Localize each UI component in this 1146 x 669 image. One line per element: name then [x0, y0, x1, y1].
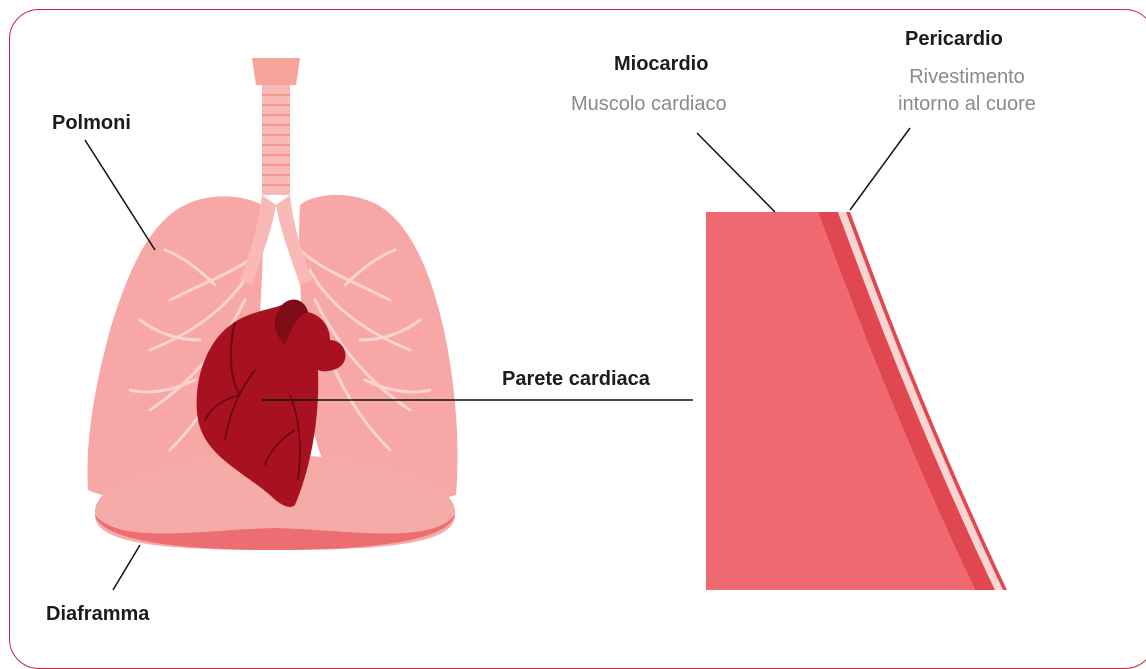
pericardio-leader: [850, 128, 910, 210]
polmoni-leader: [85, 140, 155, 250]
diagram-stage: Polmoni Diaframma Parete cardiaca Miocar…: [0, 0, 1146, 652]
label-parete-cardiaca: Parete cardiaca: [502, 368, 650, 391]
label-pericardio-description-line1: Rivestimento: [877, 64, 1057, 90]
label-polmoni: Polmoni: [52, 112, 131, 135]
heart-wall-cross-section: [706, 212, 1007, 590]
trachea: [240, 58, 312, 285]
diaframma-leader: [113, 545, 140, 590]
label-miocardio: Miocardio: [614, 53, 708, 76]
miocardio-leader: [697, 133, 775, 212]
label-diaframma: Diaframma: [46, 603, 149, 626]
label-pericardio: Pericardio: [905, 28, 1003, 51]
label-miocardio-description: Muscolo cardiaco: [571, 91, 727, 117]
label-pericardio-description-line2: intorno al cuore: [877, 91, 1057, 117]
